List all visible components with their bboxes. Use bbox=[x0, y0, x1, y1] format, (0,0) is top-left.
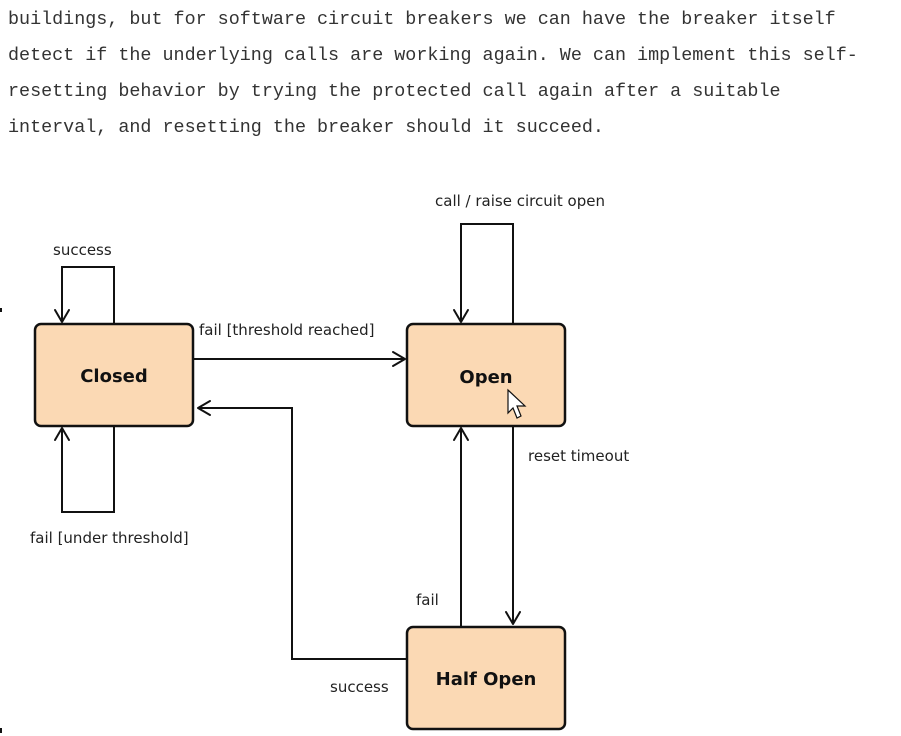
text-paragraph: buildings, but for software circuit brea… bbox=[8, 2, 893, 146]
closed-to-open-label: fail [threshold reached] bbox=[199, 321, 374, 339]
half-open-to-open-arrow bbox=[453, 427, 469, 626]
left-edge-mark-bottom bbox=[0, 728, 2, 733]
state-open-label: Open bbox=[459, 367, 512, 388]
open-to-half-open-label: reset timeout bbox=[528, 447, 629, 465]
paragraph-line-1: buildings, but for software circuit brea… bbox=[8, 9, 836, 30]
state-open: Open bbox=[405, 322, 567, 428]
open-call-loop bbox=[453, 223, 514, 324]
closed-fail-loop bbox=[54, 426, 115, 513]
paragraph-line-4: interval, and resetting the breaker shou… bbox=[8, 117, 604, 138]
closed-to-open-arrow bbox=[194, 351, 406, 367]
state-half-open-label: Half Open bbox=[436, 669, 537, 690]
half-open-to-closed-arrow bbox=[197, 400, 406, 660]
open-call-label: call / raise circuit open bbox=[435, 192, 605, 210]
state-closed-label: Closed bbox=[80, 366, 148, 387]
paragraph-line-2: detect if the underlying calls are worki… bbox=[8, 45, 858, 66]
closed-success-loop bbox=[54, 266, 115, 324]
closed-success-label: success bbox=[53, 241, 112, 259]
closed-fail-label: fail [under threshold] bbox=[30, 529, 189, 547]
half-open-to-closed-label: success bbox=[330, 678, 389, 696]
state-closed: Closed bbox=[33, 322, 195, 428]
state-half-open: Half Open bbox=[405, 625, 567, 731]
open-to-half-open-arrow bbox=[505, 426, 521, 625]
left-edge-mark-top bbox=[0, 308, 2, 312]
half-open-to-open-label: fail bbox=[416, 591, 439, 609]
paragraph-line-3: resetting behavior by trying the protect… bbox=[8, 81, 781, 102]
mouse-pointer-icon bbox=[507, 388, 527, 419]
